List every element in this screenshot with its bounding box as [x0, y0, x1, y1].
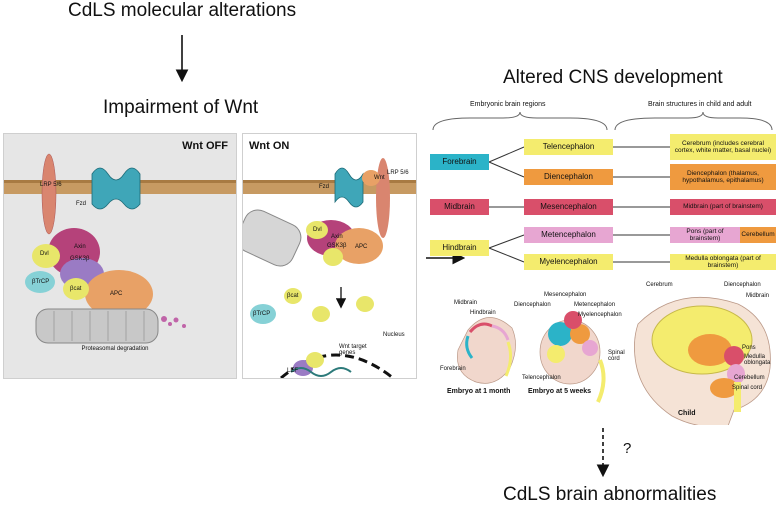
child-cerebrum-label: Cerebrum — [646, 282, 673, 288]
embryo-1-month — [457, 317, 516, 384]
weeks-spinal-label: Spinal cord — [608, 350, 625, 362]
wnt-impairment-title: Impairment of Wnt — [103, 97, 259, 118]
box-myelencephalon: Myelencephalon — [524, 254, 613, 270]
weeks-diencephalon-label: Diencephalon — [514, 302, 551, 308]
cdls-alterations-title: CdLS molecular alterations — [68, 0, 297, 21]
brain-illustrations — [457, 296, 771, 425]
lef-label: LEF — [287, 368, 299, 374]
structure-medulla: Medulla oblongata (part of brainstem) — [670, 254, 776, 270]
box-diencephalon: Diencephalon — [524, 169, 613, 185]
apc-label: APC — [110, 291, 123, 297]
weeks-mesencephalon-label: Mesencephalon — [544, 292, 587, 298]
bcat-label: βcat — [70, 286, 82, 292]
gsk-label: GSK3β — [70, 256, 90, 262]
child-diencephalon-label: Diencephalon — [724, 282, 761, 288]
wnt-on-panel: Wnt ON Wnt Fzd LRP 5/6 Dvl Axin GSK3β AP… — [242, 133, 417, 379]
child-spinal-label: Spinal cord — [732, 385, 763, 391]
structure-diencephalon: Diencephalon (thalamus, hypothalamus, ep… — [670, 164, 776, 190]
axin-label: Axin — [74, 244, 86, 250]
bcat-label-on: βcat — [287, 293, 299, 299]
child-caption: Child — [678, 410, 696, 417]
btrcp-label-on: βTrCP — [253, 311, 271, 317]
fzd-label-on: Fzd — [319, 184, 330, 190]
proteasome-label: Proteasomal degradation — [81, 346, 149, 352]
child-pons-label: Pons — [742, 345, 756, 351]
embryonic-regions-header: Embryonic brain regions — [470, 101, 546, 108]
embryo-1-month-caption: Embryo at 1 month — [447, 388, 511, 395]
wnt-on-illustration — [243, 158, 416, 378]
weeks-telencephalon-label: Telencephalon — [522, 375, 561, 381]
axin-label-on: Axin — [331, 234, 343, 240]
box-forebrain: Forebrain — [430, 154, 489, 170]
structure-midbrain: Midbrain (part of brainstem) — [670, 199, 776, 215]
apc-label-on: APC — [355, 244, 368, 250]
month-midbrain-label: Midbrain — [454, 300, 478, 306]
embryo-5-weeks-caption: Embryo at 5 weeks — [528, 388, 592, 395]
child-cerebellum-label: Cerebellum — [734, 375, 765, 381]
brain-structures-header: Brain structures in child and adult — [648, 101, 752, 108]
month-hindbrain-label: Hindbrain — [470, 310, 496, 316]
question-mark: ? — [623, 440, 632, 457]
dvl-label: Dvl — [40, 251, 49, 257]
wnt-off-panel: Wnt OFF LRP 5/6 Fzd Dvl Axin GSK3β APC β… — [3, 133, 237, 379]
nucleus-label: Nucleus — [383, 332, 405, 338]
child-head — [634, 296, 771, 425]
btrcp-label: βTrCP — [32, 279, 50, 285]
wnt-on-title: Wnt ON — [249, 140, 290, 152]
month-forebrain-label: Forebrain — [440, 366, 466, 372]
lrp-label: LRP 5/6 — [40, 182, 62, 188]
fzd-label: Fzd — [76, 201, 87, 207]
box-mesencephalon: Mesencephalon — [524, 199, 613, 215]
lrp-label-on: LRP 5/6 — [387, 170, 409, 176]
weeks-myelencephalon-label: Myelencephalon — [578, 312, 622, 318]
child-medulla-label: Medulla oblongata — [744, 354, 771, 366]
child-midbrain-label: Midbrain — [746, 293, 770, 299]
box-midbrain: Midbrain — [430, 199, 489, 215]
embryo-5-weeks — [539, 311, 606, 403]
brain-abnormalities-title: CdLS brain abnormalities — [503, 484, 717, 505]
box-metencephalon: Metencephalon — [524, 227, 613, 243]
box-hindbrain: Hindbrain — [430, 240, 489, 256]
box-telencephalon: Telencephalon — [524, 139, 613, 155]
structure-cerebellum: Cerebellum — [740, 227, 776, 243]
structure-cerebrum: Cerebrum (includes cerebral cortex, whit… — [670, 134, 776, 160]
wnt-label: Wnt — [374, 175, 385, 181]
wnt-off-illustration — [4, 153, 236, 344]
weeks-metencephalon-label: Metencephalon — [574, 302, 616, 308]
cns-development-title: Altered CNS development — [503, 67, 723, 88]
wnt-off-title: Wnt OFF — [182, 140, 228, 152]
wnt-target-label: Wnt target genes — [339, 344, 367, 356]
structure-pons: Pons (part of brainstem) — [670, 227, 740, 243]
gsk-label-on: GSK3β — [327, 243, 347, 249]
dvl-label-on: Dvl — [313, 227, 322, 233]
